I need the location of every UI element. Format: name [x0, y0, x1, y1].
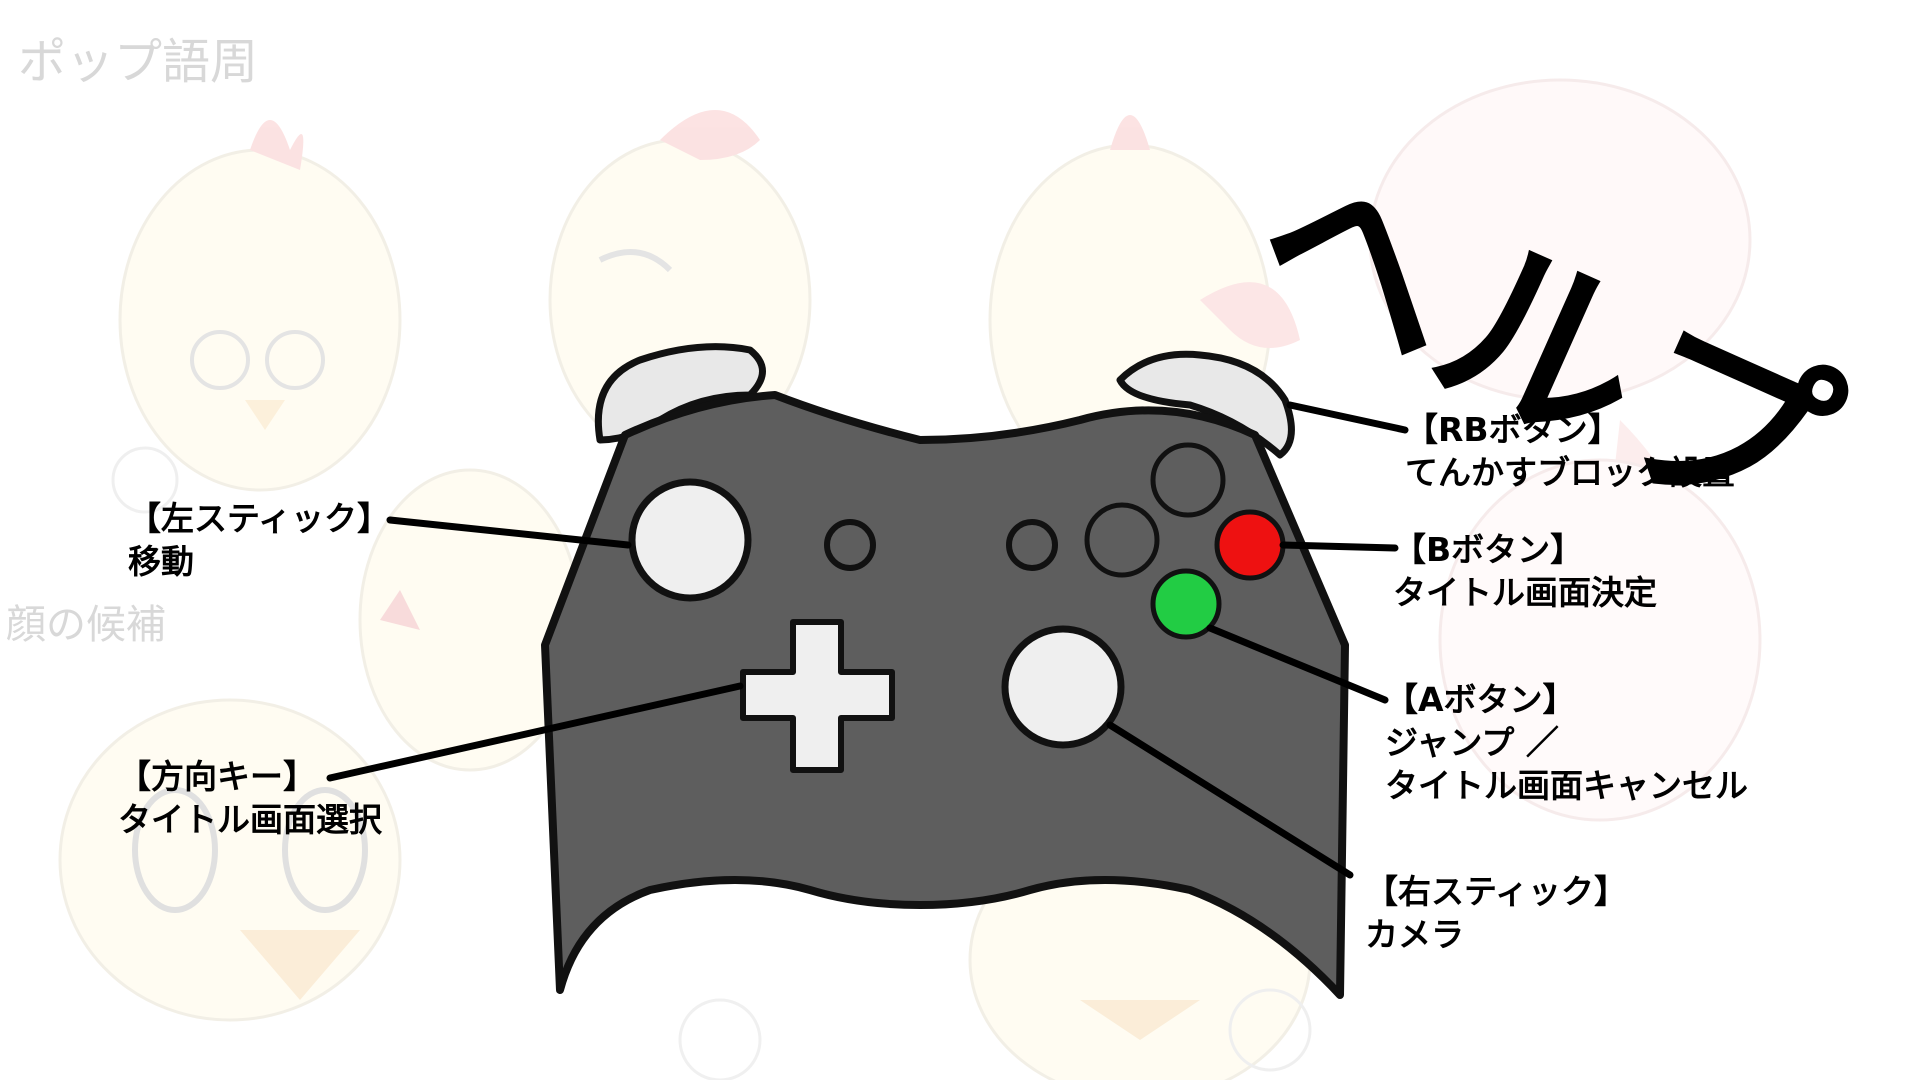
back-button[interactable]	[824, 519, 876, 571]
label-right-stick-text: カメラ	[1365, 915, 1464, 954]
dpad[interactable]	[740, 619, 895, 773]
label-right-stick-heading: 【右スティック】	[1365, 872, 1628, 911]
label-dpad-heading: 【方向キー】	[118, 757, 316, 796]
chicken-sketch-1	[118, 120, 402, 492]
label-a-text2: タイトル画面キャンセル	[1385, 766, 1748, 805]
leader-line-b	[1279, 541, 1399, 552]
label-a-button: 【Aボタン】 ジャンプ ／ タイトル画面キャンセル	[1385, 678, 1748, 807]
label-b-heading: 【Bボタン】	[1393, 530, 1584, 569]
label-dpad: 【方向キー】 タイトル画面選択	[118, 755, 382, 841]
chicken-sketch-4	[1368, 78, 1752, 650]
label-rb-heading: 【RBボタン】	[1405, 410, 1621, 449]
left-stick[interactable]	[628, 478, 752, 602]
leader-line-rb	[1286, 401, 1409, 434]
leader-lines	[326, 401, 1409, 879]
label-left-stick: 【左スティック】 移動	[128, 497, 390, 583]
label-dpad-text: タイトル画面選択	[118, 800, 382, 839]
label-rb-button: 【RBボタン】 てんかすブロック設置	[1405, 408, 1735, 494]
label-left-stick-text: 移動	[128, 542, 194, 581]
right-stick[interactable]	[1001, 625, 1125, 749]
chicken-sketch-5	[58, 698, 402, 1022]
leader-line-left-stick	[386, 516, 632, 549]
chicken-sketch-6	[358, 468, 582, 772]
x-button[interactable]	[1084, 502, 1160, 578]
sketch-note-side: 顔の候補	[6, 602, 166, 648]
label-b-text: タイトル画面決定	[1393, 573, 1657, 612]
leader-line-right-stick	[1106, 721, 1354, 879]
chicken-sketch-8	[1438, 458, 1762, 822]
a-button[interactable]	[1150, 568, 1222, 640]
leader-line-dpad	[326, 682, 744, 782]
label-b-button: 【Bボタン】 タイトル画面決定	[1393, 528, 1657, 614]
label-right-stick: 【右スティック】 カメラ	[1365, 870, 1627, 956]
start-button[interactable]	[1006, 519, 1058, 571]
label-left-stick-heading: 【左スティック】	[128, 499, 391, 538]
label-a-text: ジャンプ ／	[1385, 723, 1559, 762]
leader-line-a	[1206, 624, 1389, 704]
label-rb-text: てんかすブロック設置	[1405, 453, 1735, 492]
b-button[interactable]	[1214, 509, 1286, 581]
y-button[interactable]	[1150, 442, 1226, 518]
sketch-note-top: ポップ語周	[18, 34, 259, 90]
label-a-heading: 【Aボタン】	[1385, 680, 1576, 719]
